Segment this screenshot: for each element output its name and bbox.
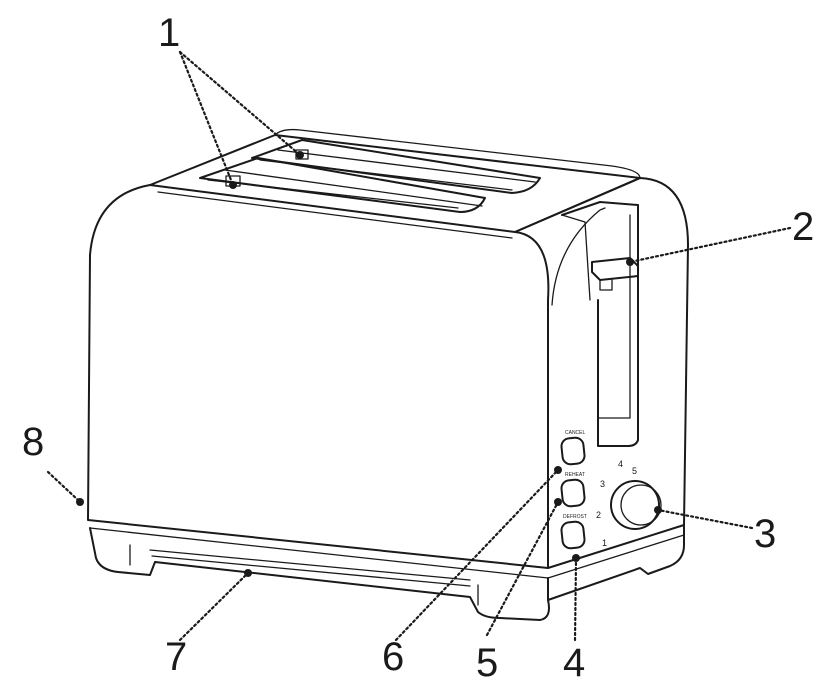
- dial-number-2: 2: [596, 510, 601, 520]
- dial-number-5: 5: [632, 466, 637, 476]
- dial-number-3: 3: [600, 479, 605, 489]
- callout-6: 6: [382, 635, 404, 679]
- callout-7: 7: [165, 635, 187, 679]
- lever-channel: [561, 201, 639, 447]
- browning-dial: 1 2 3 4 5: [596, 459, 662, 548]
- button-defrost: DEFROST: [560, 514, 587, 550]
- callout-5: 5: [476, 641, 498, 685]
- label-reheat: REHEAT: [565, 472, 585, 478]
- button-cancel: CANCEL: [560, 430, 586, 466]
- callout-3: 3: [754, 512, 776, 556]
- label-defrost: DEFROST: [563, 514, 587, 520]
- callout-8: 8: [22, 420, 44, 464]
- toaster-body: [87, 128, 689, 579]
- leaders: [46, 50, 792, 642]
- slot-front: [199, 157, 486, 213]
- dial-number-1: 1: [602, 538, 607, 548]
- callout-1: 1: [158, 11, 180, 55]
- callout-2: 2: [792, 205, 814, 249]
- label-cancel: CANCEL: [565, 430, 586, 436]
- crumb-tray: [149, 549, 471, 587]
- callout-labels: 1 2 3 4 5 6 7 8: [22, 11, 814, 685]
- button-reheat: REHEAT: [560, 472, 586, 508]
- toaster-base: [89, 524, 685, 621]
- slot-rear: [251, 139, 541, 194]
- dial-number-4: 4: [618, 459, 623, 469]
- bread-slots: [199, 139, 541, 213]
- callout-4: 4: [563, 641, 585, 685]
